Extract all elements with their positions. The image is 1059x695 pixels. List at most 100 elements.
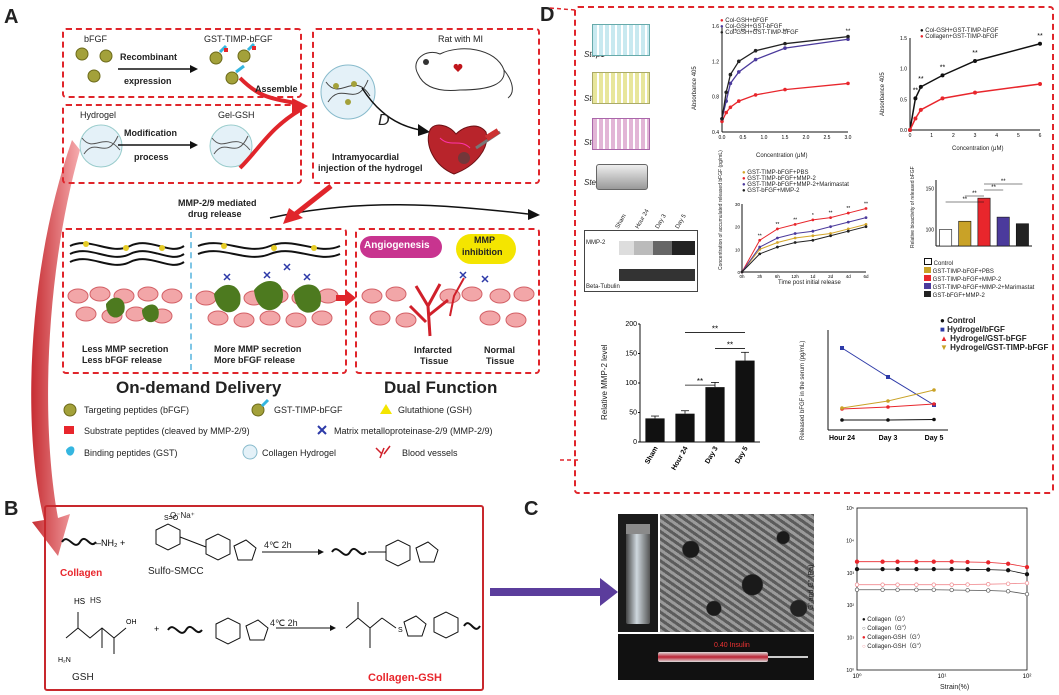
d3-series-2-point-6 xyxy=(846,220,850,224)
chart-d1-xlabel: Concentration (μM) xyxy=(756,153,808,159)
d1-series-2-point-2 xyxy=(728,72,733,77)
d2-ytick-2: 1.0 xyxy=(900,67,907,73)
d1-series-2-point-6 xyxy=(846,34,850,39)
c1-series-0-point-4 xyxy=(931,566,936,572)
d3-xtick-1: 3h xyxy=(757,274,763,279)
d2-sig-4: ** xyxy=(1037,33,1043,40)
more-mmp-illustration xyxy=(195,242,341,328)
d4-bar-0 xyxy=(939,229,953,247)
chart-d5-ylabel: Relative MMP-2 level xyxy=(600,344,609,420)
syringe-barrel xyxy=(658,652,768,662)
legend-d1-1: ● Col-GSH+GST-bFGF xyxy=(720,24,783,30)
d2-series-1-line xyxy=(909,83,1041,131)
label-recombinant: Recombinant xyxy=(120,52,178,62)
d3-series-3-point-6 xyxy=(846,229,850,233)
d6-series-0-point-0 xyxy=(840,418,844,422)
label-mmp-inhib-1: MMP xyxy=(474,235,495,245)
d5-sig-2: ** xyxy=(712,325,718,334)
d3-series-3-point-5 xyxy=(829,234,832,238)
d1-series-2-point-4 xyxy=(753,48,758,53)
d3-series-1-point-5 xyxy=(829,216,832,219)
plate-1 xyxy=(592,24,650,56)
label-less-2: Less bFGF release xyxy=(82,355,163,365)
d6-xtick-1: Day 3 xyxy=(879,435,898,442)
d3-ytick-3: 30 xyxy=(735,202,741,207)
legend-binding: Binding peptides (GST) xyxy=(84,448,178,458)
d5-xtick-0: Sham xyxy=(644,446,660,466)
legend-c1-0: ● Collagen（G'） xyxy=(862,617,909,623)
d1-sig-4: ** xyxy=(846,29,851,35)
d5-ytick-0: 0 xyxy=(633,439,637,446)
d2-ytick-0: 0.0 xyxy=(900,128,907,134)
d2-xtick-1: 1 xyxy=(930,133,933,139)
d3-series-3-point-7 xyxy=(864,225,868,229)
d5-xtick-1: Hour 24 xyxy=(671,445,690,471)
legend-icons xyxy=(63,398,392,460)
d1-ytick-1: 0.8 xyxy=(712,95,719,101)
d3-xtick-0: 0h xyxy=(739,274,745,279)
legend-collagen-hydrogel: Collagen Hydrogel xyxy=(262,448,337,458)
c1-xtick-1: 10¹ xyxy=(938,674,947,680)
d4-bar-3 xyxy=(996,216,1010,247)
chart-d2-xlabel: Concentration (μM) xyxy=(952,146,1004,152)
d1-sig-3: ** xyxy=(783,29,788,35)
d1-series-0-point-1 xyxy=(724,110,728,115)
d3-series-3-point-1 xyxy=(758,252,762,256)
legend-gst-timp: GST-TIMP-bFGF xyxy=(274,405,343,415)
d1-series-0-point-2 xyxy=(728,105,733,110)
d3-series-2-line xyxy=(741,217,867,273)
d2-ytick-1: 0.5 xyxy=(900,97,907,103)
d3-xtick-3: 12h xyxy=(791,274,799,279)
mmp-inhibition-badge xyxy=(456,234,516,264)
svg-text:–NH₂ +: –NH₂ + xyxy=(96,538,125,548)
c1-series-0-point-1 xyxy=(880,566,885,572)
release-arrow xyxy=(283,184,333,224)
d1-xtick-4: 2.0 xyxy=(803,135,810,141)
chart-d3-xlabel: Time post initial release xyxy=(778,280,841,286)
vial-photo xyxy=(618,514,658,632)
legend-c1-1: ○ Collagen（G"） xyxy=(862,626,910,632)
c1-series-1-point-9 xyxy=(1024,591,1030,597)
d3-series-1-point-4 xyxy=(811,218,815,222)
d1-xtick-3: 1.5 xyxy=(782,135,789,141)
d3-series-1-point-7 xyxy=(864,207,868,210)
panel-label-b: B xyxy=(4,498,19,520)
label-release-2: drug release xyxy=(188,209,242,219)
label-d-italic: D xyxy=(378,112,390,129)
c1-series-1-point-0 xyxy=(854,587,860,592)
svg-text:OH: OH xyxy=(126,619,137,626)
d3-series-2-point-1 xyxy=(758,245,762,249)
c1-series-1-point-3 xyxy=(914,587,919,592)
c1-series-3-line xyxy=(857,582,1028,586)
label-hydrogel: Hydrogel xyxy=(80,110,117,120)
d2-sig-0: ** xyxy=(913,87,919,94)
legend-c1-2: ● Collagen-GSH（G'） xyxy=(862,635,924,641)
c1-series-2-point-7 xyxy=(986,560,991,565)
c1-series-0-point-5 xyxy=(949,566,954,572)
box-modification xyxy=(62,104,302,184)
chart-c1-xlabel: Strain(%) xyxy=(940,684,970,691)
svg-text:+: + xyxy=(154,624,159,634)
c1-series-3-point-3 xyxy=(914,582,919,587)
d3-sig-5: ** xyxy=(829,211,833,217)
d3-series-1-point-3 xyxy=(793,223,797,226)
western-blot xyxy=(584,230,698,292)
d4-bar-1 xyxy=(958,220,972,247)
reaction-1-structures: –NH₂ + S=O xyxy=(61,515,439,567)
d1-series-1-point-6 xyxy=(846,37,850,42)
d3-series-0-point-5 xyxy=(829,232,832,235)
legend-d4-0: Control xyxy=(924,258,1034,267)
legend-d6-3: ▼ Hydrogel/GST-TIMP-bFGF xyxy=(940,343,1049,352)
western-row-mmp2: MMP-2 xyxy=(586,240,606,246)
d6-series-3-point-1 xyxy=(886,399,890,403)
legend-d3-2: ● GST-TIMP-bFGF+MMP-2+Marimastat xyxy=(742,182,849,188)
label-normal-2: Tissue xyxy=(486,356,515,366)
d1-series-1-point-5 xyxy=(783,46,787,50)
d1-series-2-point-0 xyxy=(720,116,724,121)
d3-xtick-4: 1d xyxy=(810,274,816,279)
c1-series-2-point-1 xyxy=(880,559,885,564)
d2-xtick-6: 6 xyxy=(1039,133,1042,139)
